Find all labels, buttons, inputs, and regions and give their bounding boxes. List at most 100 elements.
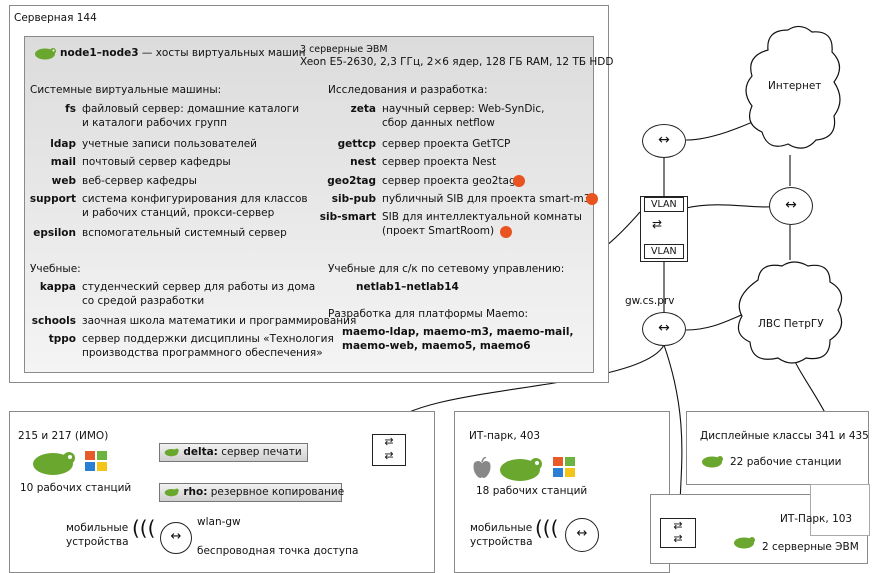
itpark103-title: ИТ-Парк, 103 [780, 513, 853, 525]
vm-name: kappa [39, 281, 76, 293]
itpark403-panel [454, 411, 670, 573]
vm-desc: сервер поддержки дисциплины «Технология [82, 333, 334, 345]
vm-desc: публичный SIB для проекта smart-m3 [382, 193, 591, 205]
windows-icon [85, 451, 107, 471]
suse-gecko-icon [35, 48, 56, 60]
netlab-heading: Учебные для с/к по сетевому управлению: [328, 263, 565, 275]
vm-desc: (проект SmartRoom) [382, 225, 495, 237]
rho-name: rho: [183, 486, 208, 498]
internet-cloud-icon [745, 25, 841, 149]
vm-desc: со средой разработки [82, 295, 205, 307]
vm-name: fs [65, 103, 76, 115]
rho-desc: резервное копирование [207, 486, 345, 498]
delta-tag: delta: сервер печати [159, 443, 308, 462]
imo-switch-icon: ⇄⇄ [372, 434, 406, 466]
vm-desc: производства программного обеспечения» [82, 347, 323, 359]
itpark103-servers: 2 серверные ЭВМ [762, 541, 859, 553]
display-classes-panel [686, 411, 869, 485]
imo-workstations: 10 рабочих станций [20, 482, 132, 494]
server-room-title: Серверная 144 [14, 12, 97, 24]
vm-desc: сервер проекта GetTCP [382, 138, 511, 150]
vm-desc: и каталоги рабочих групп [82, 117, 228, 129]
itpark403-router-icon: ↔ [565, 518, 599, 552]
wlan-label: wlan-gw [197, 516, 241, 528]
hosts-desc: — хосты виртуальных машин [138, 47, 306, 59]
itpark403-mobile-line1: мобильные [470, 522, 533, 534]
vm-desc: учетные записи пользователей [82, 138, 257, 150]
vm-name: schools [31, 315, 76, 327]
vm-name: tppo [48, 333, 76, 345]
delta-desc: сервер печати [217, 446, 302, 458]
vm-name: support [29, 193, 76, 205]
itpark403-mobile-line2: устройства [470, 536, 533, 548]
lan-label: ЛВС ПетрГУ [758, 318, 824, 330]
vm-desc: научный сервер: Web-SynDic, [382, 103, 545, 115]
vm-name: sib-smart [319, 211, 376, 223]
imo-title: 215 и 217 (ИМО) [18, 430, 109, 442]
vm-desc: сервер проекта geo2tag [382, 175, 516, 187]
hosts-line: node1–node3 — хосты виртуальных машин [60, 47, 306, 60]
link-vlan-router [685, 204, 779, 209]
wifi-waves-icon: ((( [535, 516, 559, 540]
netlab-range: netlab1–netlab14 [356, 281, 459, 293]
gw-router-icon: ↔ [642, 312, 686, 346]
router-icon: ↔ [642, 124, 686, 158]
research-heading: Исследования и разработка: [328, 84, 488, 96]
vlan-bottom-label: VLAN [644, 244, 684, 259]
suse-gecko-icon [500, 458, 542, 481]
itpark403-title: ИТ-парк, 403 [469, 430, 541, 442]
maemo-line1: maemo-ldap, maemo-m3, maemo-mail, [342, 326, 574, 338]
vm-name: mail [50, 156, 76, 168]
delta-name: delta: [183, 446, 218, 458]
windows-icon [553, 457, 575, 477]
vm-desc: сервер проекта Nest [382, 156, 497, 168]
right-router-icon: ↔ [769, 187, 813, 225]
vm-desc: файловый сервер: домашние каталоги [82, 103, 300, 115]
vm-name: ldap [50, 138, 76, 150]
itpark103-stack [810, 484, 870, 536]
system-vm-heading: Системные виртуальные машины: [30, 84, 222, 96]
lan-cloud-icon [737, 261, 843, 364]
ap-label: беспроводная точка доступа [197, 545, 359, 557]
vm-name: web [51, 175, 76, 187]
hosts-name: node1–node3 [60, 47, 139, 59]
gateway-label: gw.cs.prv [625, 295, 675, 307]
itpark403-workstations: 18 рабочих станций [476, 485, 588, 497]
vm-desc: почтовый сервер кафедры [82, 156, 231, 168]
display-classes-title: Дисплейные классы 341 и 435 [700, 430, 869, 442]
evm-count: 3 серверные ЭВМ [300, 44, 388, 55]
vm-name: gettcp [337, 138, 376, 150]
vm-desc: вспомогательный системный сервер [82, 227, 287, 239]
suse-gecko-icon [734, 537, 755, 549]
wifi-waves-icon: ((( [132, 516, 156, 540]
ubuntu-icon [513, 175, 525, 187]
maemo-line2: maemo-web, maemo5, maemo6 [342, 340, 531, 352]
vlan-switch [640, 196, 688, 262]
rho-tag: rho: резервное копирование [159, 483, 345, 502]
vm-name: nest [350, 156, 376, 168]
suse-gecko-icon [164, 448, 179, 457]
vm-name: epsilon [33, 227, 76, 239]
suse-gecko-icon [33, 452, 75, 475]
ubuntu-icon [586, 193, 598, 205]
imo-mobile-line2: устройства [66, 536, 129, 548]
vm-desc: сбор данных netflow [382, 117, 495, 129]
ubuntu-icon [500, 226, 512, 238]
suse-gecko-icon [164, 488, 179, 497]
vm-desc: и рабочих станций, прокси-сервер [82, 207, 275, 219]
edu-heading: Учебные: [30, 263, 81, 275]
vm-hosts-panel [24, 36, 594, 373]
vm-desc: SIB для интеллектуальной комнаты [382, 211, 582, 223]
evm-spec: Xeon E5-2630, 2,3 ГГц, 2×6 ядер, 128 ГБ … [300, 56, 614, 68]
vm-desc: система конфигурирования для классов [82, 193, 308, 205]
vm-name: geo2tag [327, 175, 376, 187]
vm-desc: заочная школа математики и программирова… [82, 315, 357, 327]
vm-desc: студенческий сервер для работы из дома [82, 281, 316, 293]
maemo-heading: Разработка для платформы Maemo: [328, 308, 529, 320]
vm-desc: веб-сервер кафедры [82, 175, 197, 187]
wlan-router-icon: ↔ [160, 522, 192, 554]
imo-mobile-line1: мобильные [66, 522, 129, 534]
display-classes-workstations: 22 рабочие станции [730, 456, 842, 468]
vm-name: sib-pub [331, 193, 376, 205]
vlan-top-label: VLAN [644, 197, 684, 212]
